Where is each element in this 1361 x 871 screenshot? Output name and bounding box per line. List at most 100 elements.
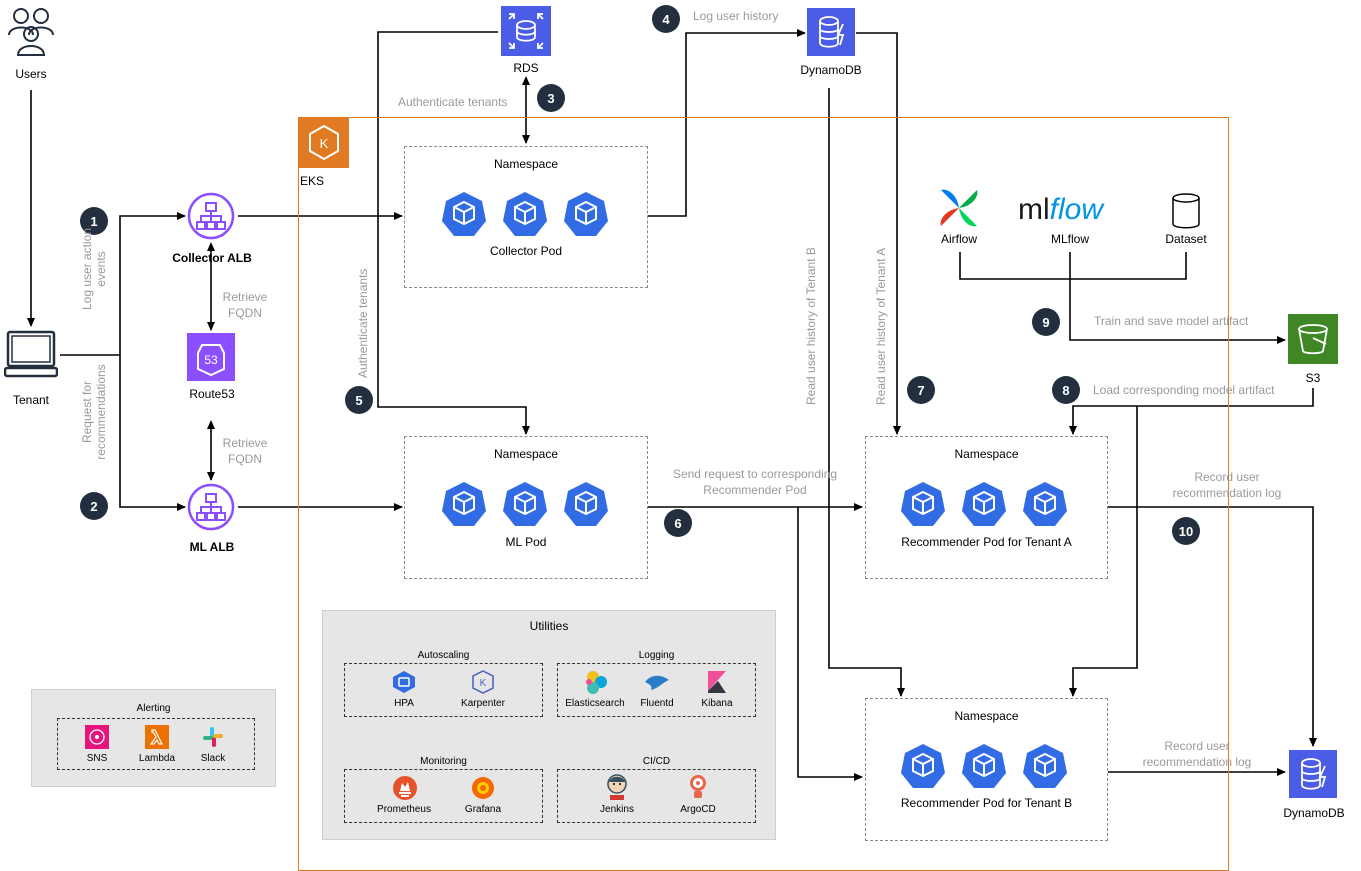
utilities-panel: Utilities Autoscaling HPA K Karpenter Lo… <box>322 610 776 840</box>
step-6-badge: 6 <box>664 509 692 537</box>
train-save-text: Train and save model artifact <box>1094 314 1249 328</box>
edge-tenant-a-dynamodb <box>1108 506 1317 747</box>
step-4-badge: 4 <box>652 5 680 33</box>
slack-icon <box>203 727 223 747</box>
dataset-label: Dataset <box>1165 232 1207 246</box>
pod-icon <box>564 192 608 236</box>
ml-pod-label: ML Pod <box>505 535 547 549</box>
mlflow-label: MLflow <box>1050 232 1089 246</box>
load-artifact-text: Load corresponding model artifact <box>1093 383 1275 397</box>
edge-tools-merge <box>959 252 1187 280</box>
log-user-action-events-text: Log user action events <box>80 227 108 311</box>
pod-icon <box>564 482 608 526</box>
read-history-a-text: Read user history of Tenant A <box>874 247 888 405</box>
pod-icon <box>503 192 547 236</box>
namespace-tenant-a-title: Namespace <box>954 447 1019 461</box>
karpenter-icon: K <box>472 670 494 694</box>
pod-icon <box>901 482 945 526</box>
namespace-collector: Namespace Collector Pod <box>404 146 648 288</box>
edge-rds-ml <box>377 31 530 435</box>
pod-icon <box>442 482 486 526</box>
edge-s3-tenant-a <box>1069 388 1314 435</box>
fluentd-icon <box>645 675 669 690</box>
users-icon <box>8 8 54 56</box>
s3-label: S3 <box>1305 371 1321 385</box>
pod-icon <box>1023 482 1067 526</box>
dynamodb-bottom-icon <box>1289 750 1337 798</box>
namespace-tenant-a: Namespace Recommender Pod for Tenant A <box>865 436 1108 579</box>
airflow-label: Airflow <box>940 232 977 246</box>
sns-label: SNS <box>86 753 108 764</box>
jenkins-label: Jenkins <box>600 804 634 815</box>
s3-icon <box>1288 314 1338 364</box>
cicd-title: CI/CD <box>642 756 671 767</box>
edge-s3-tenant-b <box>1069 406 1138 697</box>
dataset-icon <box>1172 193 1200 229</box>
edge-collector-dynamodb <box>648 29 806 217</box>
tenant-label: Tenant <box>12 393 50 407</box>
eks-label: EKS <box>300 174 325 188</box>
pod-icon <box>901 744 945 788</box>
svg-text:53: 53 <box>204 353 218 367</box>
monitoring-title: Monitoring <box>420 756 467 767</box>
autoscaling-title: Autoscaling <box>417 650 470 661</box>
fluentd-label: Fluentd <box>640 698 674 709</box>
step-5-badge: 5 <box>345 386 373 414</box>
namespace-ml: Namespace ML Pod <box>404 436 648 579</box>
slack-label: Slack <box>200 753 226 764</box>
pod-icon <box>1023 744 1067 788</box>
namespace-tenant-b: Namespace Recommender Pod for Tenant B <box>865 698 1108 841</box>
step-10-badge: 10 <box>1172 517 1200 545</box>
alerting-panel: Alerting SNS Lambda Slack <box>31 689 276 787</box>
rds-icon <box>501 6 551 56</box>
utilities-title: Utilities <box>529 619 569 633</box>
dynamodb-top-label: DynamoDB <box>800 63 862 77</box>
edge-dynamodb-tenant-b <box>828 88 905 697</box>
karpenter-label: Karpenter <box>461 698 505 709</box>
alerting-title: Alerting <box>136 703 171 714</box>
prometheus-label: Prometheus <box>377 804 431 815</box>
hpa-icon <box>393 671 415 693</box>
svg-text:K: K <box>480 678 487 689</box>
grafana-label: Grafana <box>464 804 502 815</box>
elasticsearch-label: Elasticsearch <box>565 698 625 709</box>
step-3-badge: 3 <box>537 84 565 112</box>
namespace-tenant-b-title: Namespace <box>954 709 1019 723</box>
edge-mlflow-s3 <box>1069 252 1286 344</box>
grafana-icon <box>472 777 494 799</box>
route53-label: Route53 <box>189 387 235 401</box>
pod-icon <box>962 744 1006 788</box>
edge-tenant-collector-alb <box>60 212 186 356</box>
argocd-label: ArgoCD <box>680 804 716 815</box>
sns-icon <box>85 725 109 749</box>
tenant-b-pod-label: Recommender Pod for Tenant B <box>900 796 1073 810</box>
collector-alb-icon <box>187 192 235 240</box>
request-for-recommendations-text: Request for recommendations <box>80 364 108 460</box>
logging-title: Logging <box>638 650 675 661</box>
dynamodb-top-icon <box>807 8 855 56</box>
argocd-icon <box>690 775 706 798</box>
rds-label: RDS <box>513 61 539 75</box>
jenkins-icon <box>607 774 627 800</box>
read-history-b-text: Read user history of Tenant B <box>804 247 818 405</box>
mlflow-logo: mlflow <box>1018 193 1104 226</box>
svg-text:K: K <box>320 136 329 151</box>
lambda-label: Lambda <box>138 753 176 764</box>
dynamodb-bottom-label: DynamoDB <box>1283 806 1345 820</box>
ml-alb-label: ML ALB <box>189 540 235 554</box>
airflow-icon <box>940 189 978 227</box>
kibana-icon <box>708 671 726 693</box>
step-2-badge: 2 <box>80 492 108 520</box>
collector-alb-label: Collector ALB <box>172 251 252 265</box>
alerting-group: SNS Lambda Slack <box>57 718 255 770</box>
step-8-badge: 8 <box>1052 376 1080 404</box>
prometheus-icon <box>393 776 417 800</box>
namespace-collector-title: Namespace <box>493 157 559 171</box>
collector-pod-label: Collector Pod <box>489 244 563 258</box>
kibana-label: Kibana <box>701 698 733 709</box>
